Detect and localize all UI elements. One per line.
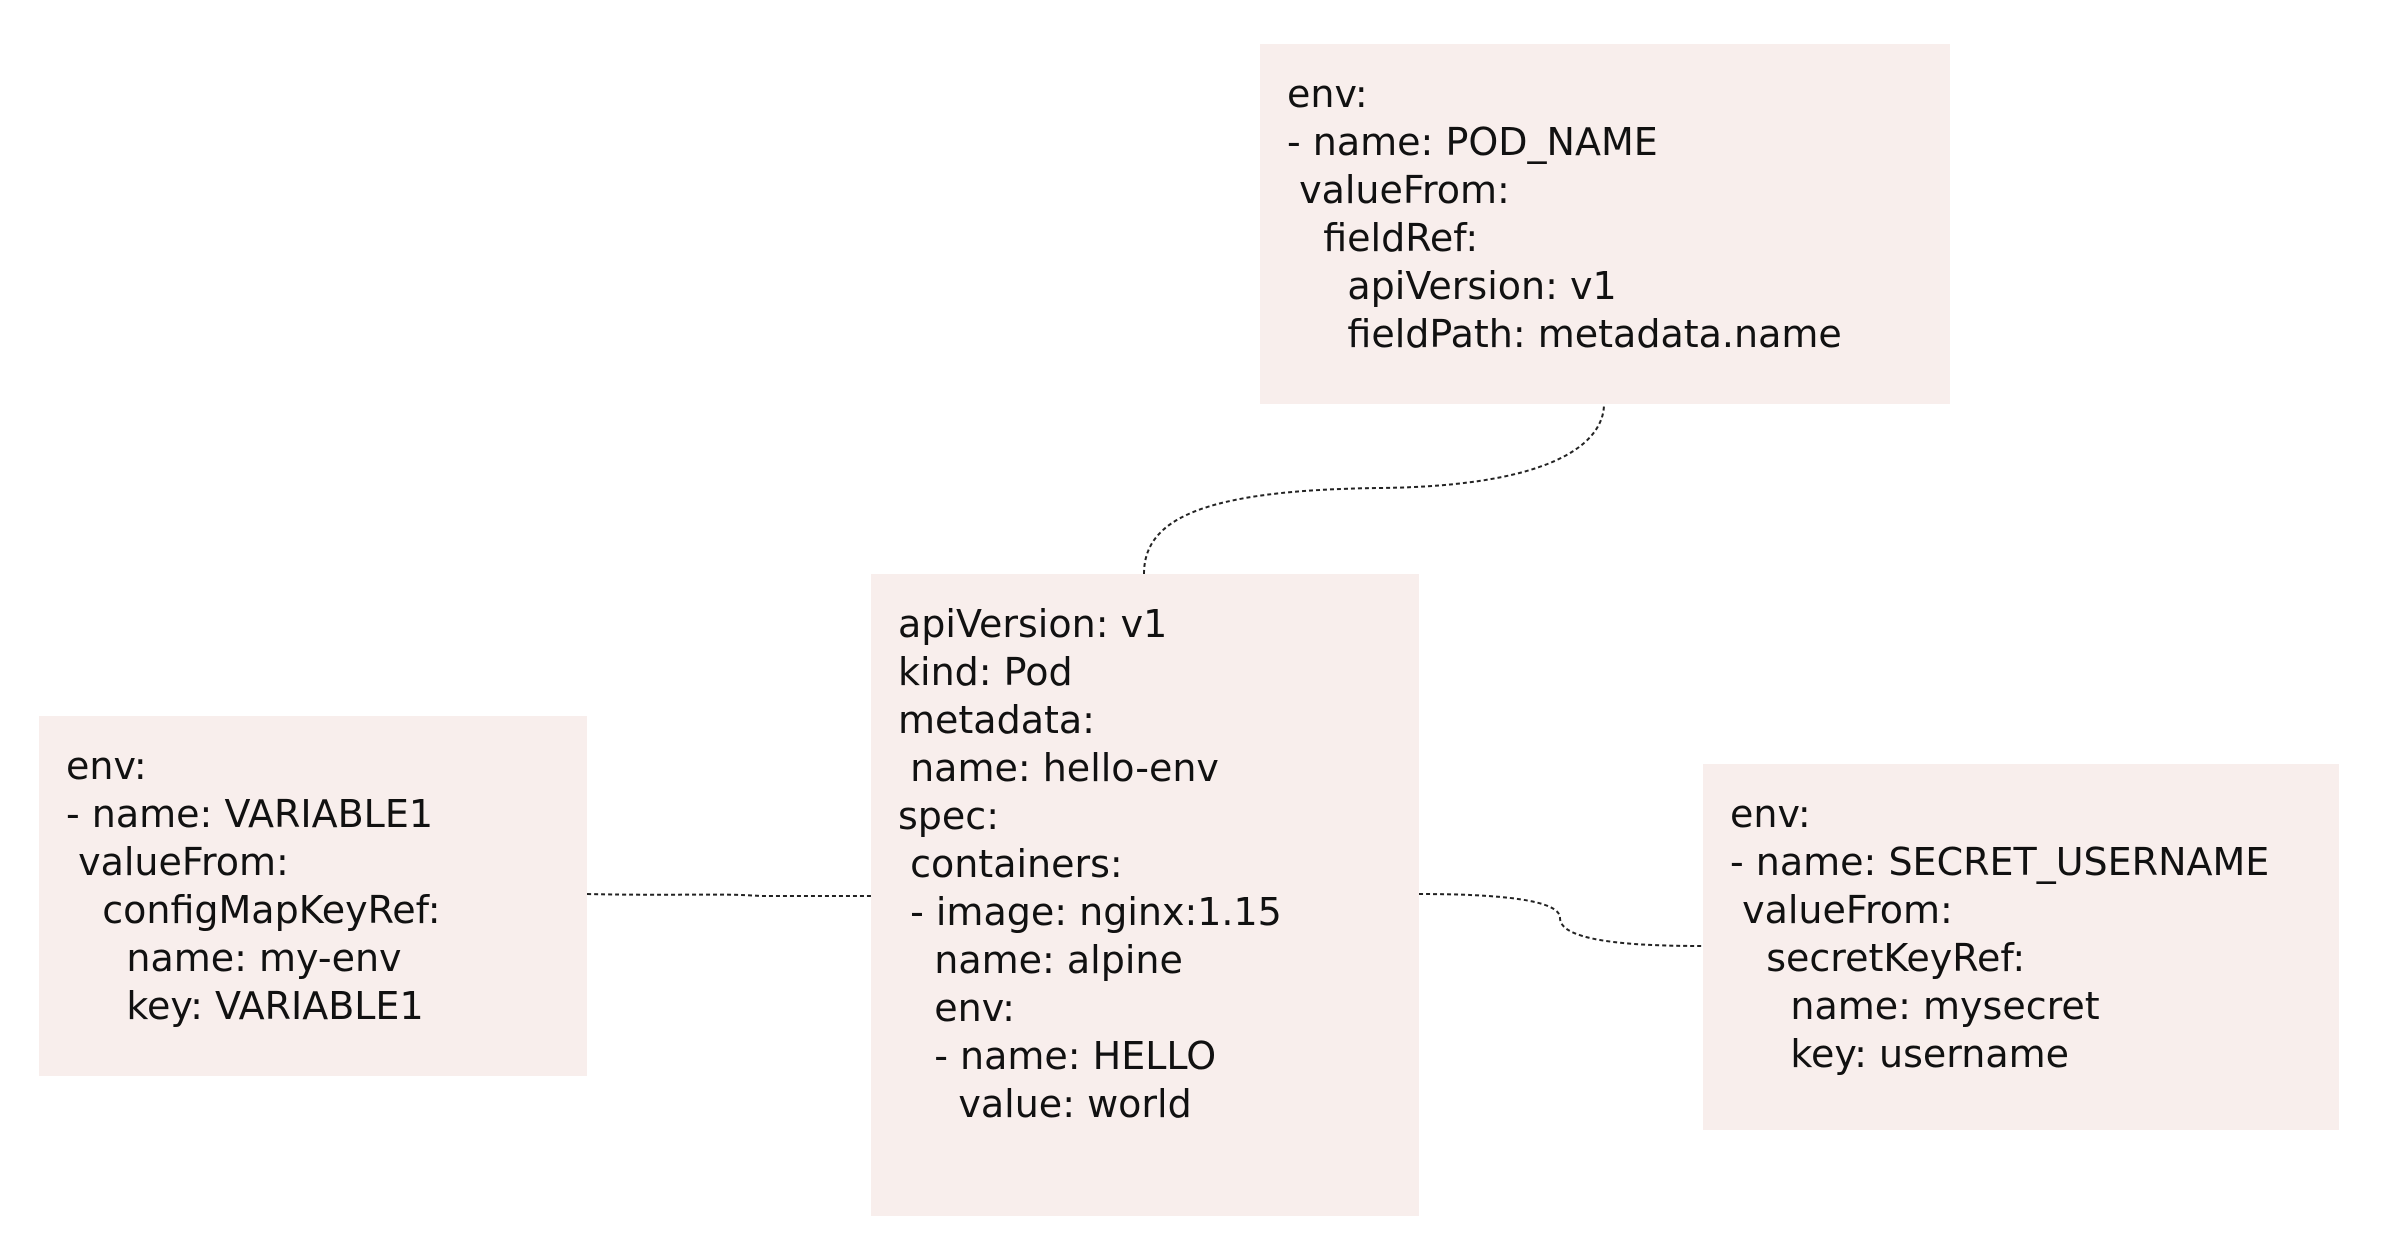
pod-spec-box: apiVersion: v1 kind: Pod metadata: name:… <box>871 574 1419 1216</box>
code-line: name: alpine <box>898 938 1183 982</box>
code-line: valueFrom: <box>66 840 289 884</box>
code-line: - name: POD_NAME <box>1287 120 1658 164</box>
code-line: key: VARIABLE1 <box>66 984 424 1028</box>
code-line: secretKeyRef: <box>1730 936 2026 980</box>
connector-configmap-to-pod <box>586 893 871 897</box>
code-line: env: <box>66 744 147 788</box>
code-line: containers: <box>898 842 1123 886</box>
code-line: valueFrom: <box>1730 888 1953 932</box>
code-line: fieldRef: <box>1287 216 1479 260</box>
code-line: configMapKeyRef: <box>66 888 441 932</box>
code-line: - image: nginx:1.15 <box>898 890 1282 934</box>
code-line: kind: Pod <box>898 650 1073 694</box>
code-line: - name: HELLO <box>898 1034 1217 1078</box>
code-line: env: <box>898 986 1015 1030</box>
secret-env-box: env: - name: SECRET_USERNAME valueFrom: … <box>1703 764 2339 1130</box>
code-line: apiVersion: v1 <box>1287 264 1617 308</box>
code-line: name: hello-env <box>898 746 1219 790</box>
fieldref-env-box: env: - name: POD_NAME valueFrom: fieldRe… <box>1260 44 1950 404</box>
code-line: name: mysecret <box>1730 984 2100 1028</box>
code-line: valueFrom: <box>1287 168 1510 212</box>
code-line: metadata: <box>898 698 1095 742</box>
connector-pod-to-secret <box>1418 893 1704 947</box>
code-line: - name: SECRET_USERNAME <box>1730 840 2270 884</box>
code-line: spec: <box>898 794 999 838</box>
code-line: value: world <box>898 1082 1192 1126</box>
code-line: - name: VARIABLE1 <box>66 792 434 836</box>
configmap-env-box: env: - name: VARIABLE1 valueFrom: config… <box>39 716 587 1076</box>
code-line: key: username <box>1730 1032 2070 1076</box>
code-line: name: my-env <box>66 936 402 980</box>
code-line: apiVersion: v1 <box>898 602 1168 646</box>
code-line: fieldPath: metadata.name <box>1287 312 1842 356</box>
connector-pod-to-fieldref <box>1143 403 1605 575</box>
code-line: env: <box>1730 792 1811 836</box>
code-line: env: <box>1287 72 1368 116</box>
